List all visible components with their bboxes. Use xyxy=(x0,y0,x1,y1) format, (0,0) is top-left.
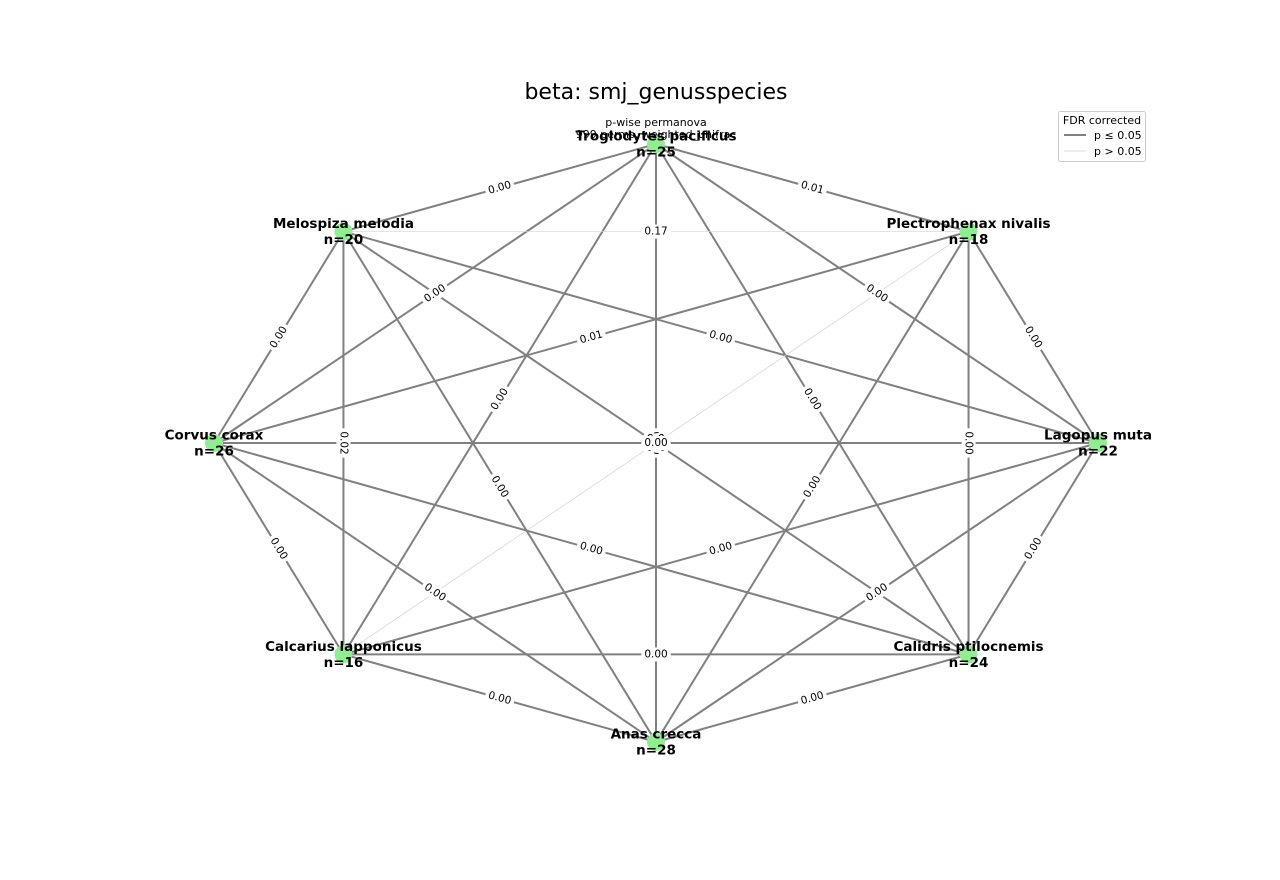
edge-label-background xyxy=(961,428,976,458)
node-troglodytes xyxy=(647,135,665,153)
edge-label-group-lagopus-anas: 0.00 xyxy=(860,578,894,607)
edge-label: 0.00 xyxy=(644,437,667,449)
node-name-label: Calcarius lapponicus xyxy=(265,639,422,655)
edge-label-background xyxy=(704,326,737,348)
node-calcarius xyxy=(334,645,353,664)
edge-label-background xyxy=(641,224,671,239)
edge-label-group-corvus-anas: 0.00 xyxy=(418,578,452,607)
edge-label-background xyxy=(641,436,671,450)
edge-label-group-melospiza-anas: 0.00 xyxy=(486,470,514,503)
node-name-label: Corvus corax xyxy=(165,428,264,444)
edge-label-group-troglodytes-calidris: 0.00 xyxy=(798,383,826,416)
edge-label-background xyxy=(418,279,452,308)
edge-label-group-corvus-lagopus: 0.00 xyxy=(641,436,671,450)
edge-label-group-melospiza-calcarius: 0.02 xyxy=(336,428,351,458)
edge-label: 0.17 xyxy=(644,226,667,238)
edge-label-background xyxy=(796,177,829,199)
edge-label-group-calcarius-anas: 0.00 xyxy=(483,687,516,709)
edge-label-background xyxy=(418,578,452,607)
node-calidris xyxy=(959,645,978,664)
edge-label-group-anas-calidris: 0.00 xyxy=(796,687,829,709)
node-name-label: Troglodytes pacificus xyxy=(575,129,736,145)
node-name-label: Calidris ptilocnemis xyxy=(893,639,1043,655)
edge-label: 0.00 xyxy=(963,431,975,454)
node-name-label: Melospiza melodia xyxy=(273,216,414,232)
node-count-label: n=16 xyxy=(324,655,364,671)
edge-label-background xyxy=(860,279,894,308)
edge-label-background xyxy=(798,383,826,416)
node-count-label: n=25 xyxy=(636,145,676,161)
edge-label-group-troglodytes-calcarius: 0.00 xyxy=(486,383,514,416)
edge-label-group-melospiza-lagopus: 0.00 xyxy=(704,326,737,348)
node-count-label: n=28 xyxy=(636,743,676,759)
edge-label-background xyxy=(483,687,516,709)
legend-frame xyxy=(1058,111,1146,162)
node-plectrophenax xyxy=(959,222,978,241)
edge-label: 0.00 xyxy=(644,648,667,660)
edge-label-group-plectrophenax-lagopus: 0.00 xyxy=(1019,321,1047,354)
node-anas xyxy=(647,733,665,751)
edge-label-group-calcarius-calidris: 0.00 xyxy=(641,647,671,662)
node-corvus xyxy=(205,434,223,452)
node-count-label: n=20 xyxy=(324,232,364,248)
edge-label-background xyxy=(265,321,293,354)
node-name-label: Anas crecca xyxy=(611,727,702,743)
edge-label-background xyxy=(860,578,894,607)
edge-label-group-troglodytes-plectrophenax: 0.01 xyxy=(796,177,829,199)
edge-label-group-plectrophenax-anas: 0.00 xyxy=(798,470,826,503)
edge-label-background xyxy=(336,428,351,458)
edge-label-group-plectrophenax-calidris: 0.00 xyxy=(961,428,976,458)
figure-subtitle: p-wise permanova 999 perms, weighted_uni… xyxy=(576,116,737,141)
edge-label-group-troglodytes-lagopus: 0.00 xyxy=(860,279,894,308)
node-count-label: n=18 xyxy=(949,232,989,248)
subtitle-line-2: 999 perms, weighted_unifrac xyxy=(576,128,737,141)
node-name-label: Plectrophenax nivalis xyxy=(887,216,1051,232)
subtitle-line-1: p-wise permanova xyxy=(605,116,707,129)
legend-label-significant: p ≤ 0.05 xyxy=(1094,129,1142,142)
legend: FDR corrected p ≤ 0.05 p > 0.05 xyxy=(1058,111,1146,162)
edge-label-group-troglodytes-melospiza: 0.00 xyxy=(483,177,516,199)
node-melospiza xyxy=(334,222,353,241)
edge-label-background xyxy=(486,470,514,503)
edge-label-background xyxy=(796,687,829,709)
edge-label-background xyxy=(798,470,826,503)
edge-label-background xyxy=(704,538,737,560)
edge-label-background xyxy=(1019,532,1047,565)
node-count-label: n=24 xyxy=(949,655,989,671)
edge-label-group-melospiza-plectrophenax: 0.17 xyxy=(641,224,671,239)
edge-label-group-corvus-calcarius: 0.00 xyxy=(265,532,293,565)
edge-label-background xyxy=(575,538,608,560)
node-name-label: Lagopus muta xyxy=(1044,428,1152,444)
edge-labels-layer: 0.00 0.01 0.00 0.00 0.00 0.00 0.00 0.17 0.00 0.02… xyxy=(265,177,1047,709)
legend-title: FDR corrected xyxy=(1063,114,1141,127)
edge-label-background xyxy=(483,177,516,199)
edge-label-background xyxy=(641,647,671,662)
edge-label-background xyxy=(265,532,293,565)
node-lagopus xyxy=(1089,434,1107,452)
edge-label: 0.02 xyxy=(337,431,349,454)
edge-label-group-corvus-calidris: 0.00 xyxy=(575,538,608,560)
edge-label-group-plectrophenax-corvus: 0.01 xyxy=(575,326,608,348)
edge-label-background xyxy=(575,326,608,348)
edge-label-group-lagopus-calcarius: 0.00 xyxy=(704,538,737,560)
edge-label-background xyxy=(486,383,514,416)
node-count-label: n=22 xyxy=(1078,444,1118,460)
node-count-label: n=26 xyxy=(194,444,234,460)
edge-label-group-troglodytes-corvus: 0.00 xyxy=(418,279,452,308)
nodes-layer xyxy=(205,135,1107,751)
edge-label-group-melospiza-corvus: 0.00 xyxy=(265,321,293,354)
edge-label-group-lagopus-calidris: 0.00 xyxy=(1019,532,1047,565)
figure-title: beta: smj_genusspecies xyxy=(524,80,787,105)
legend-label-nonsignificant: p > 0.05 xyxy=(1094,145,1142,158)
edge-label-background xyxy=(1019,321,1047,354)
